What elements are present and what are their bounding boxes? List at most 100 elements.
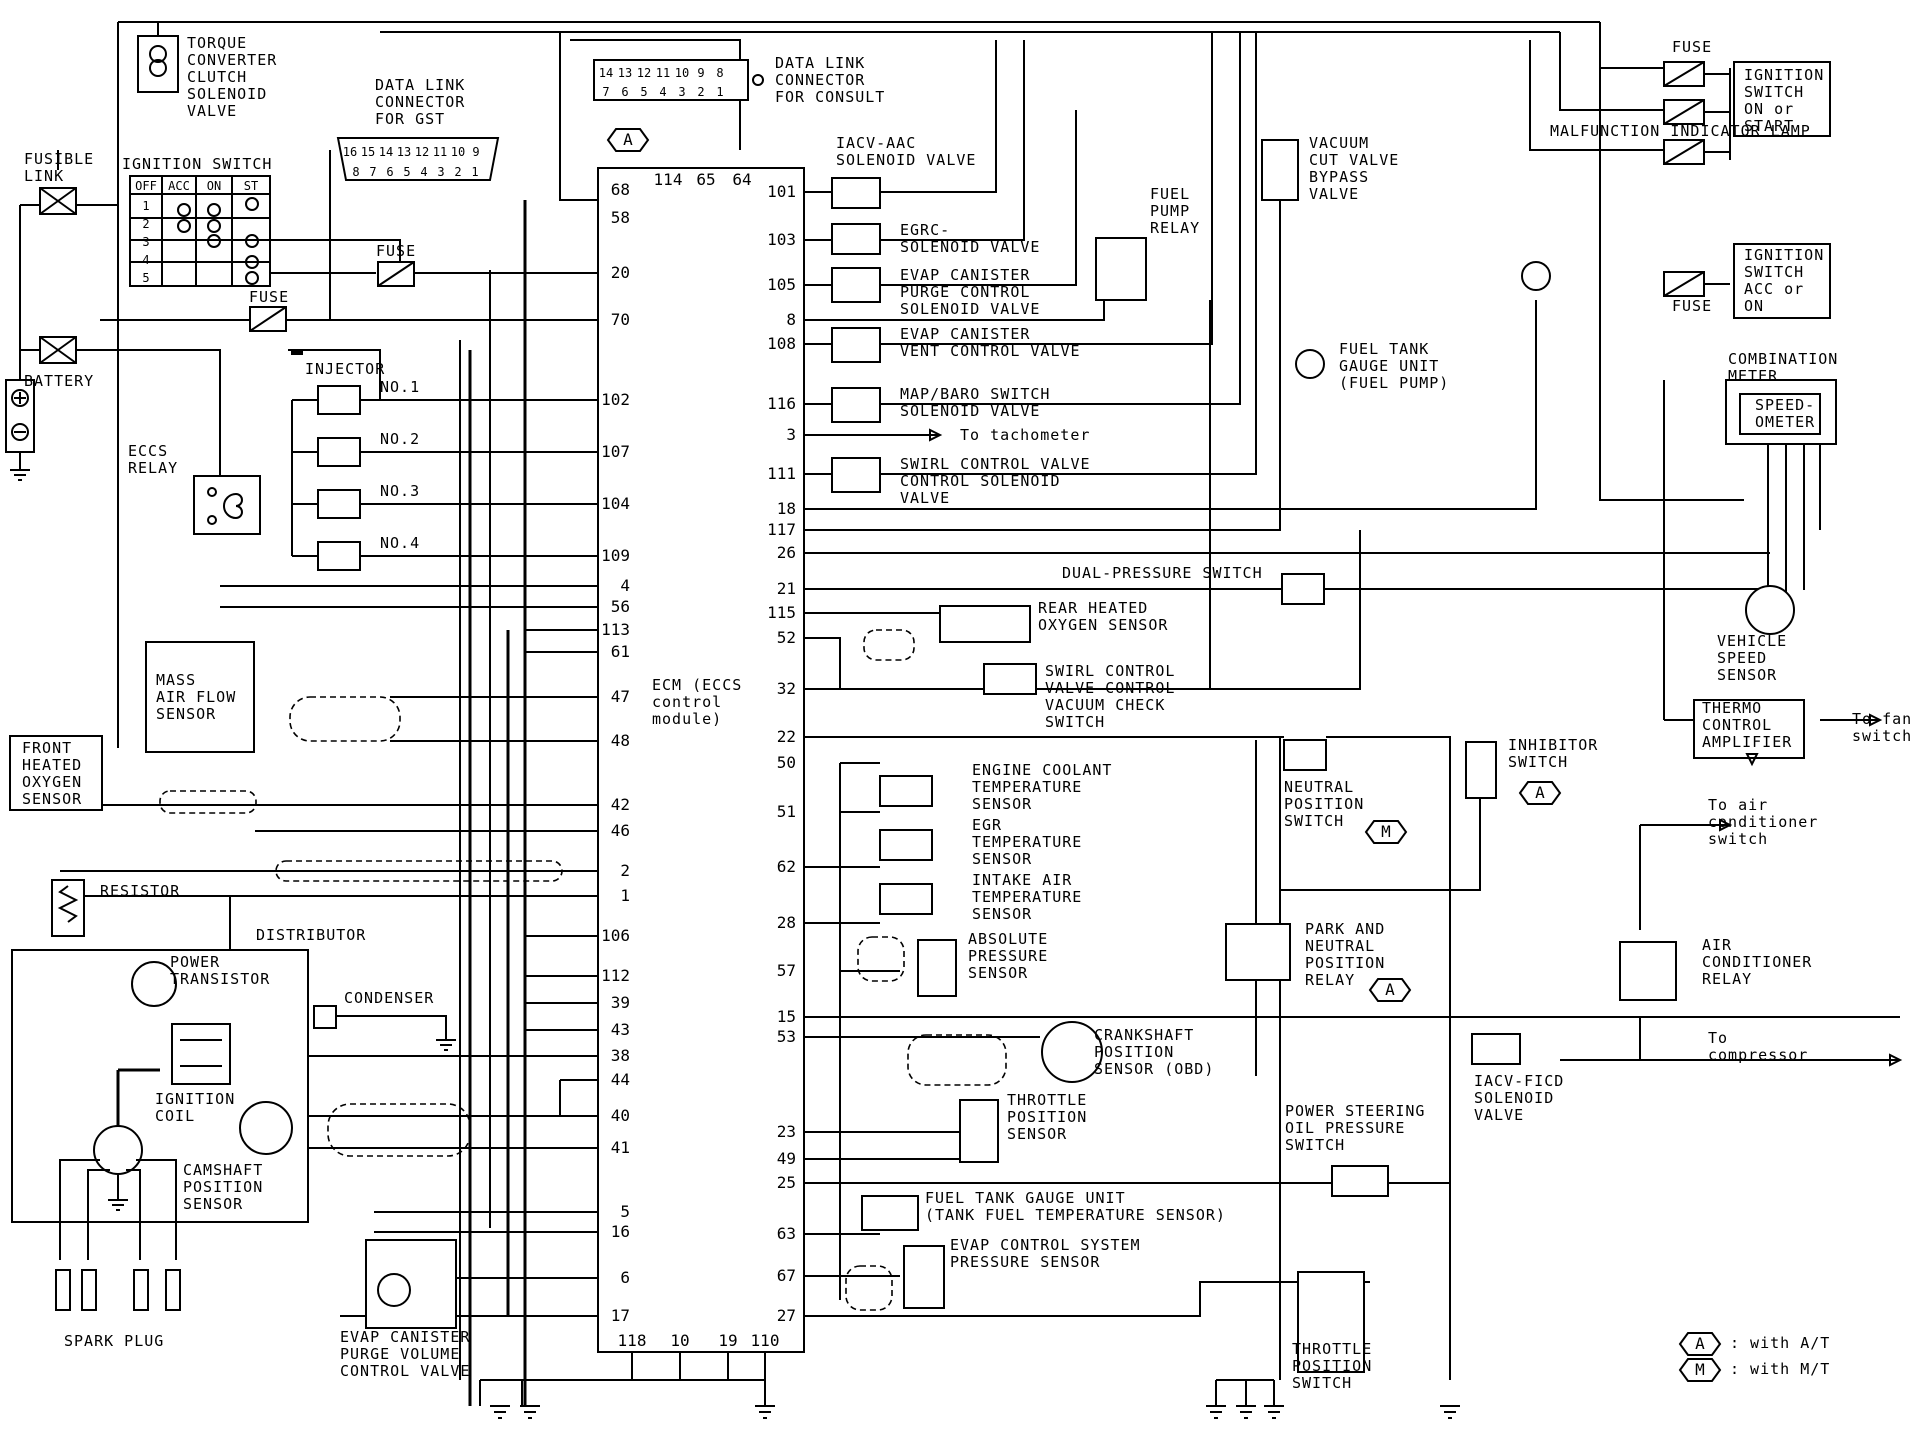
ign-row-3: 3 [142,235,149,249]
ecm-pin-3: 3 [786,425,796,444]
label-6: FUSE [249,288,289,306]
condenser-icon [313,1005,337,1029]
ign-header-ACC: ACC [168,179,190,193]
ecm-pin-110: 110 [751,1331,780,1350]
ecm-pin-39: 39 [611,993,630,1012]
ecm-pin-20: 20 [611,263,630,282]
ign-row-1: 1 [142,199,149,213]
label-25: EGRC-SOLENOID VALVE [900,221,1040,256]
ecm-right-pins: 1011031058108116311118117262111552322250… [767,182,796,1325]
badge-M-5: M [1695,1360,1705,1379]
torque-converter-solenoid-icon [137,35,179,93]
gst-pin-12: 12 [415,145,429,159]
inhibitor-switch-icon [1465,741,1497,799]
badge-A-icon [1678,1332,1722,1356]
neutral-position-switch-icon [1283,739,1327,771]
spark-plugs-icon [55,1269,181,1311]
ground-icon [490,1379,1460,1419]
consult-pin-14: 14 [599,66,613,80]
ecm-box [597,167,805,1353]
ecm-pin-50: 50 [777,753,796,772]
gst-pin-14: 14 [379,145,393,159]
label-34: MALFUNCTION INDICATOR LAMP [1550,122,1811,140]
label-40: SPEED-OMETER [1755,396,1815,431]
evap-vent-control-icon [831,327,881,363]
ecm-pin-15: 15 [777,1007,796,1026]
ignition-switch-table [129,175,271,287]
fuel-pump-motor-icon [1295,349,1325,379]
components [5,35,1903,1419]
ecm-pin-28: 28 [777,913,796,932]
ign-header-OFF: OFF [135,179,157,193]
gst-connector-icon [336,137,500,181]
label-12: NO.4 [380,534,420,552]
ecm-pin-21: 21 [777,579,796,598]
ecm-pin-47: 47 [611,687,630,706]
ecm-pin-56: 56 [611,597,630,616]
badge-A-3: A [1385,980,1395,999]
gst-pin-4: 4 [420,165,427,179]
dual-pressure-switch-icon [1281,573,1325,605]
label-17: DISTRIBUTOR [256,926,366,944]
ecm-pin-61: 61 [611,642,630,661]
ign-header-ON: ON [207,179,221,193]
consult-pin-6: 6 [621,85,628,99]
ecm-pin-8: 8 [786,310,796,329]
eccs-relay-icon [193,475,261,535]
label-19: CONDENSER [344,989,434,1007]
ecm-pin-105: 105 [767,275,796,294]
evap-purge-control-icon [831,267,881,303]
label-22: SPARK PLUG [64,1332,164,1350]
gst-pin-6: 6 [386,165,393,179]
gst-pin-3: 3 [437,165,444,179]
consult-pin-8: 8 [716,66,723,80]
ecm-pin-65: 65 [696,170,715,189]
consult-pin-5: 5 [640,85,647,99]
label-4: IGNITION SWITCH [122,155,272,173]
ecm-pin-2: 2 [620,861,630,880]
ecm-pin-58: 58 [611,208,630,227]
ecm-left-pins: 6858207010210710410945611361474842462110… [601,180,630,1325]
ecm-pin-25: 25 [777,1173,796,1192]
gst-pin-16: 16 [343,145,357,159]
egr-temp-sensor-icon [879,829,933,861]
consult-pin-1: 1 [716,85,723,99]
ecm-pin-52: 52 [777,628,796,647]
gst-pin-8: 8 [352,165,359,179]
crankshaft-position-sensor-icon [1041,1021,1103,1083]
ignition-switch-acc-on-box [1733,243,1831,319]
label-35: FUSE [1672,38,1712,56]
distributor-cap-icon [93,1125,143,1175]
label-29: To tachometer [960,426,1090,444]
ecm-pin-63: 63 [777,1224,796,1243]
ecm-pin-6: 6 [620,1268,630,1287]
ign-header-ST: ST [244,179,258,193]
ecm-pin-68: 68 [611,180,630,199]
ecm-pin-117: 117 [767,520,796,539]
